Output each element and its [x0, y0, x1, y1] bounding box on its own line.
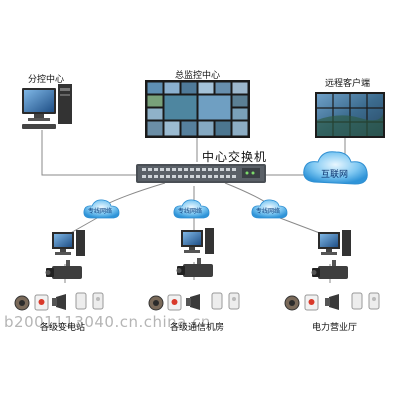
site-label-3: 电力营业厅: [312, 323, 358, 333]
dedicated-link-label-3: 专线网络: [256, 208, 281, 215]
dedicated-cloud-1: [83, 199, 120, 219]
dedicated-link-label-1: 专线网络: [88, 208, 113, 215]
site-camera-2: [176, 258, 213, 277]
branch-center-computer: [22, 84, 72, 129]
main-monitor-video-wall: [145, 80, 250, 138]
line-to-cloud-1: [104, 182, 166, 206]
internet-cloud: [303, 151, 368, 185]
dedicated-cloud-3: [251, 199, 288, 219]
branch-center-label: 分控中心: [28, 75, 65, 85]
site-label-1: 各级变电站: [40, 323, 86, 333]
core-switch: [136, 164, 266, 183]
site-computer-1: [52, 230, 85, 256]
site-computer-2: [181, 228, 214, 254]
line-cloud3-pc: [279, 217, 326, 236]
site-sensors-3: [284, 292, 380, 311]
remote-client-label: 远程客户端: [325, 79, 371, 89]
dedicated-link-label-2: 专线网络: [178, 208, 203, 215]
site-sensors-2: [148, 292, 240, 311]
site-camera-1: [45, 260, 82, 279]
line-branch-center: [41, 130, 138, 176]
site-label-2: 各级通信机房: [170, 323, 225, 333]
internet-label: 互联网: [321, 170, 349, 180]
site-computer-3: [318, 230, 351, 256]
watermark: b2001113040.cn.china.cn: [4, 313, 211, 331]
site-sensors-1: [14, 292, 104, 311]
remote-client-video-wall: [315, 92, 385, 138]
site-camera-3: [311, 260, 348, 279]
dedicated-cloud-2: [173, 199, 210, 219]
core-switch-label: 中心交换机: [202, 150, 268, 164]
main-monitor-center-label: 总监控中心: [175, 71, 221, 81]
